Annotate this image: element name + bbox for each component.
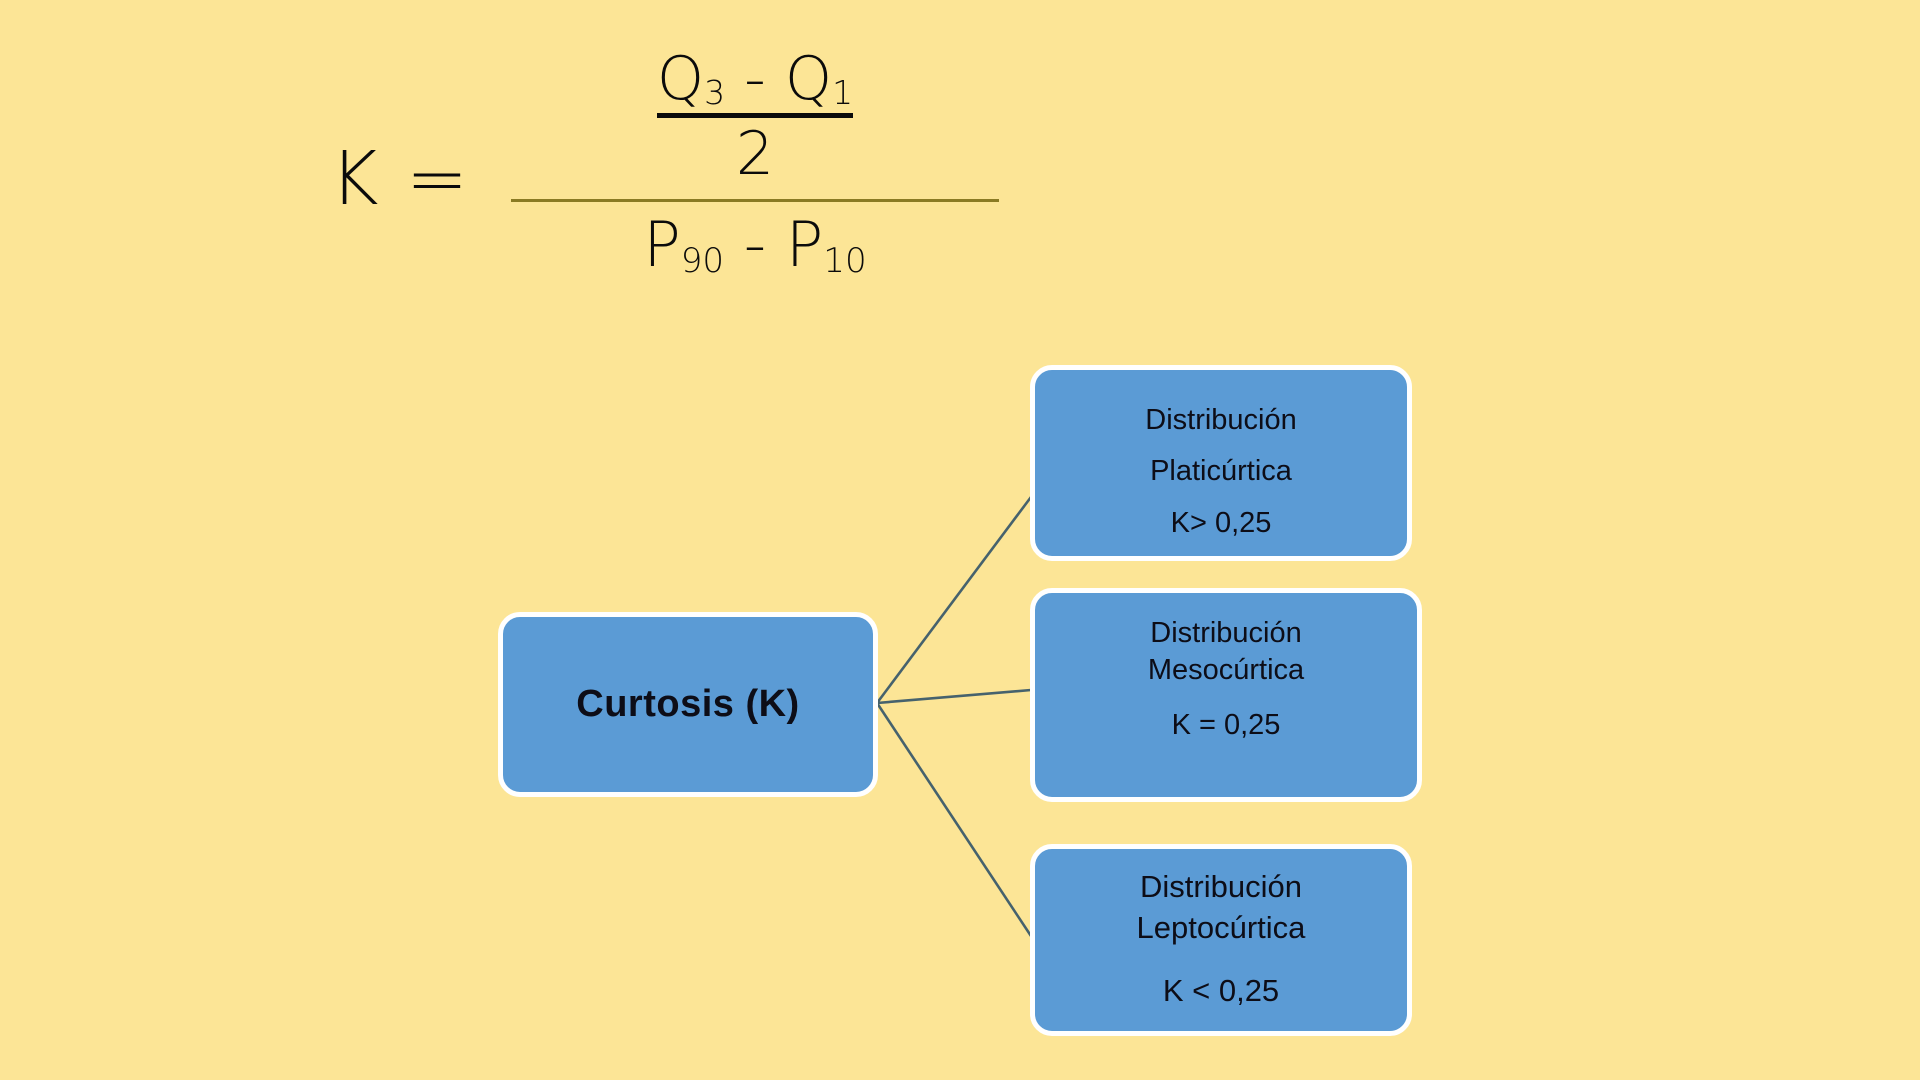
q1-base: Q <box>784 44 833 114</box>
p10-subscript: 10 <box>823 240 867 281</box>
numerator-minus: - <box>725 44 785 114</box>
p90-base: P <box>643 208 681 282</box>
leptocurtica-line-2: Leptocúrtica <box>1136 909 1306 945</box>
mesocurtica-value: K = 0,25 <box>1171 709 1281 742</box>
mesocurtica-line-1: Distribución <box>1150 617 1302 649</box>
q3-subscript: 3 <box>704 73 726 113</box>
mesocurtica-line-2: Mesocúrtica <box>1147 654 1305 687</box>
formula-k-equals-label: K = <box>330 136 471 222</box>
outer-fraction-bar <box>511 199 999 203</box>
inner-fraction-bar <box>657 113 853 118</box>
node-curtosis-label: Curtosis (K) <box>576 683 800 725</box>
platicurtica-line-2: Platicúrtica <box>1150 454 1292 487</box>
q3-base: Q <box>656 44 705 114</box>
denominator-minus: - <box>724 208 786 282</box>
connector-to-leptocurtica <box>875 702 1033 937</box>
p10-base: P <box>785 208 824 282</box>
inner-fraction: Q3 - Q1 2 <box>630 48 880 191</box>
leptocurtica-value: K < 0,25 <box>1162 972 1280 1008</box>
platicurtica-line-1: Distribución <box>1145 403 1297 436</box>
connector-to-platicurtica <box>875 496 1033 704</box>
kurtosis-formula: K = Q3 - Q1 2 P90 - P10 <box>300 20 1100 310</box>
node-distribucion-platicurtica[interactable]: Distribución Platicúrtica K> 0,25 <box>1030 365 1412 561</box>
inner-fraction-numerator: Q3 - Q1 <box>630 48 880 111</box>
leptocurtica-line-1: Distribución <box>1140 869 1302 904</box>
node-curtosis-root[interactable]: Curtosis (K) <box>498 612 878 797</box>
p90-subscript: 90 <box>680 240 725 281</box>
inner-fraction-denominator: 2 <box>735 119 775 189</box>
outer-fraction-denominator: P90 - P10 <box>505 208 1005 282</box>
connector-to-mesocurtica <box>876 688 1032 705</box>
platicurtica-value: K> 0,25 <box>1170 506 1272 539</box>
node-distribucion-mesocurtica[interactable]: Distribución Mesocúrtica K = 0,25 <box>1030 588 1422 802</box>
q1-subscript: 1 <box>832 73 854 113</box>
node-distribucion-leptocurtica[interactable]: Distribución Leptocúrtica K < 0,25 <box>1030 844 1412 1036</box>
outer-fraction: Q3 - Q1 2 P90 - P10 <box>505 48 1005 283</box>
